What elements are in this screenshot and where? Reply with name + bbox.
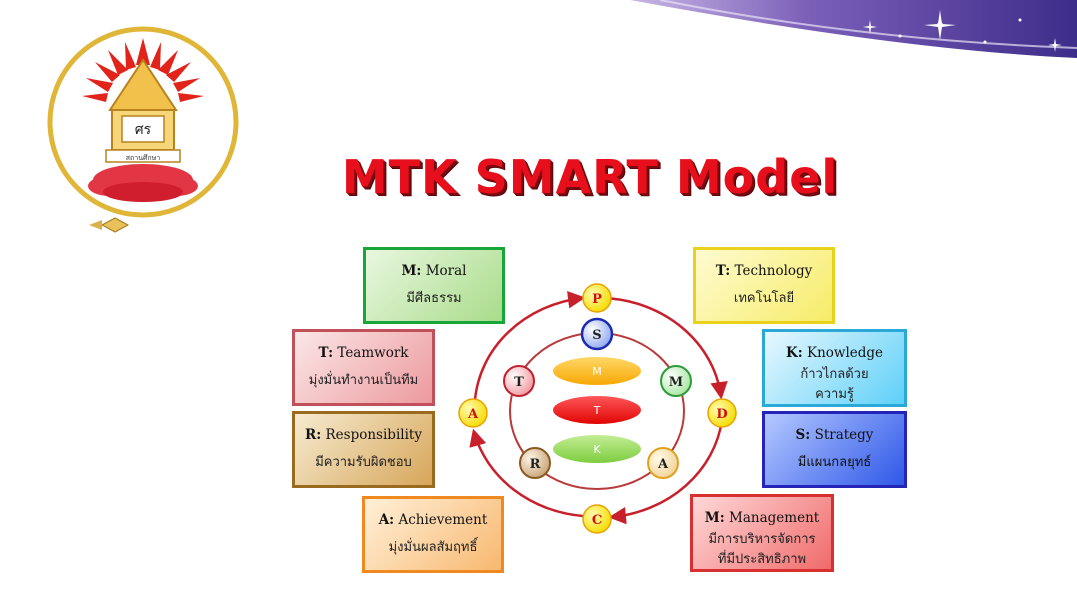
center-pill-t: T	[551, 394, 643, 426]
cycle-diagram: P D C A S M A R T M T K	[458, 283, 737, 534]
knowledge-name: Knowledge	[806, 345, 884, 361]
smart-node-r: R	[519, 447, 551, 479]
svg-text:M: M	[669, 375, 683, 390]
responsibility-code: R:	[305, 427, 322, 443]
svg-text:ศร: ศร	[135, 122, 152, 138]
box-moral: M: Moral มีศีลธรรม	[363, 247, 505, 324]
technology-name: Technology	[734, 263, 813, 279]
knowledge-code: K:	[785, 345, 803, 361]
box-management: M: Management มีการบริหารจัดการที่มีประส…	[690, 494, 834, 572]
knowledge-thai-line2: ความรู้	[815, 387, 854, 402]
smart-node-m: M	[660, 365, 692, 397]
management-name: Management	[729, 510, 820, 526]
svg-text:M: M	[592, 365, 602, 378]
svg-text:K: K	[593, 443, 601, 456]
svg-text:A: A	[467, 407, 479, 422]
strategy-code: S:	[795, 427, 811, 443]
svg-text:T: T	[593, 404, 601, 417]
management-code: M:	[704, 510, 725, 526]
teamwork-thai: มุ่งมั่นทำงานเป็นทีม	[308, 373, 419, 388]
achievement-code: A:	[378, 512, 395, 528]
smart-node-s: S	[580, 317, 614, 351]
responsibility-name: Responsibility	[325, 427, 422, 443]
center-pill-k: K	[551, 433, 643, 465]
achievement-name: Achievement	[398, 512, 488, 528]
pdca-node-a: A	[458, 398, 488, 428]
svg-text:S: S	[592, 328, 601, 343]
center-pill-m: M	[551, 355, 643, 387]
moral-thai: มีศีลธรรม	[406, 291, 462, 306]
teamwork-code: T:	[318, 345, 334, 361]
box-achievement: A: Achievement มุ่งมั่นผลสัมฤทธิ์	[362, 496, 504, 573]
school-logo: ศร สถานศึกษา	[47, 26, 239, 233]
svg-text:T: T	[514, 375, 524, 390]
page-title: MTK SMART Model	[341, 150, 839, 204]
box-strategy: S: Strategy มีแผนกลยุทธ์	[762, 411, 907, 488]
box-teamwork: T: Teamwork มุ่งมั่นทำงานเป็นทีม	[292, 329, 435, 406]
management-thai-line2: ที่มีประสิทธิภาพ	[717, 552, 807, 567]
logo-caption: สถานศึกษา	[126, 153, 161, 162]
header-banner	[630, 0, 1077, 58]
pdca-node-p: P	[582, 283, 612, 313]
technology-thai: เทคโนโลยี	[733, 291, 795, 306]
box-knowledge: K: Knowledge ก้าวไกลด้วยความรู้	[762, 329, 907, 407]
svg-text:C: C	[592, 513, 602, 528]
achievement-thai: มุ่งมั่นผลสัมฤทธิ์	[388, 540, 478, 555]
knowledge-thai-line1: ก้าวไกลด้วย	[800, 367, 869, 382]
box-responsibility: R: Responsibility มีความรับผิดชอบ	[292, 411, 435, 488]
management-thai-line1: มีการบริหารจัดการ	[708, 532, 816, 547]
svg-text:A: A	[657, 457, 669, 472]
moral-name: Moral	[425, 263, 467, 279]
pdca-node-d: D	[707, 398, 737, 428]
box-technology: T: Technology เทคโนโลยี	[693, 247, 835, 324]
responsibility-thai: มีความรับผิดชอบ	[315, 455, 412, 470]
svg-text:R: R	[530, 457, 541, 472]
smart-node-a: A	[647, 447, 679, 479]
moral-code: M:	[401, 263, 422, 279]
svg-text:D: D	[716, 407, 727, 422]
teamwork-name: Teamwork	[337, 345, 409, 361]
smart-node-t: T	[503, 365, 535, 397]
technology-code: T:	[715, 263, 731, 279]
svg-text:P: P	[592, 292, 602, 307]
strategy-name: Strategy	[814, 427, 874, 443]
pdca-node-c: C	[582, 504, 612, 534]
strategy-thai: มีแผนกลยุทธ์	[797, 455, 872, 470]
